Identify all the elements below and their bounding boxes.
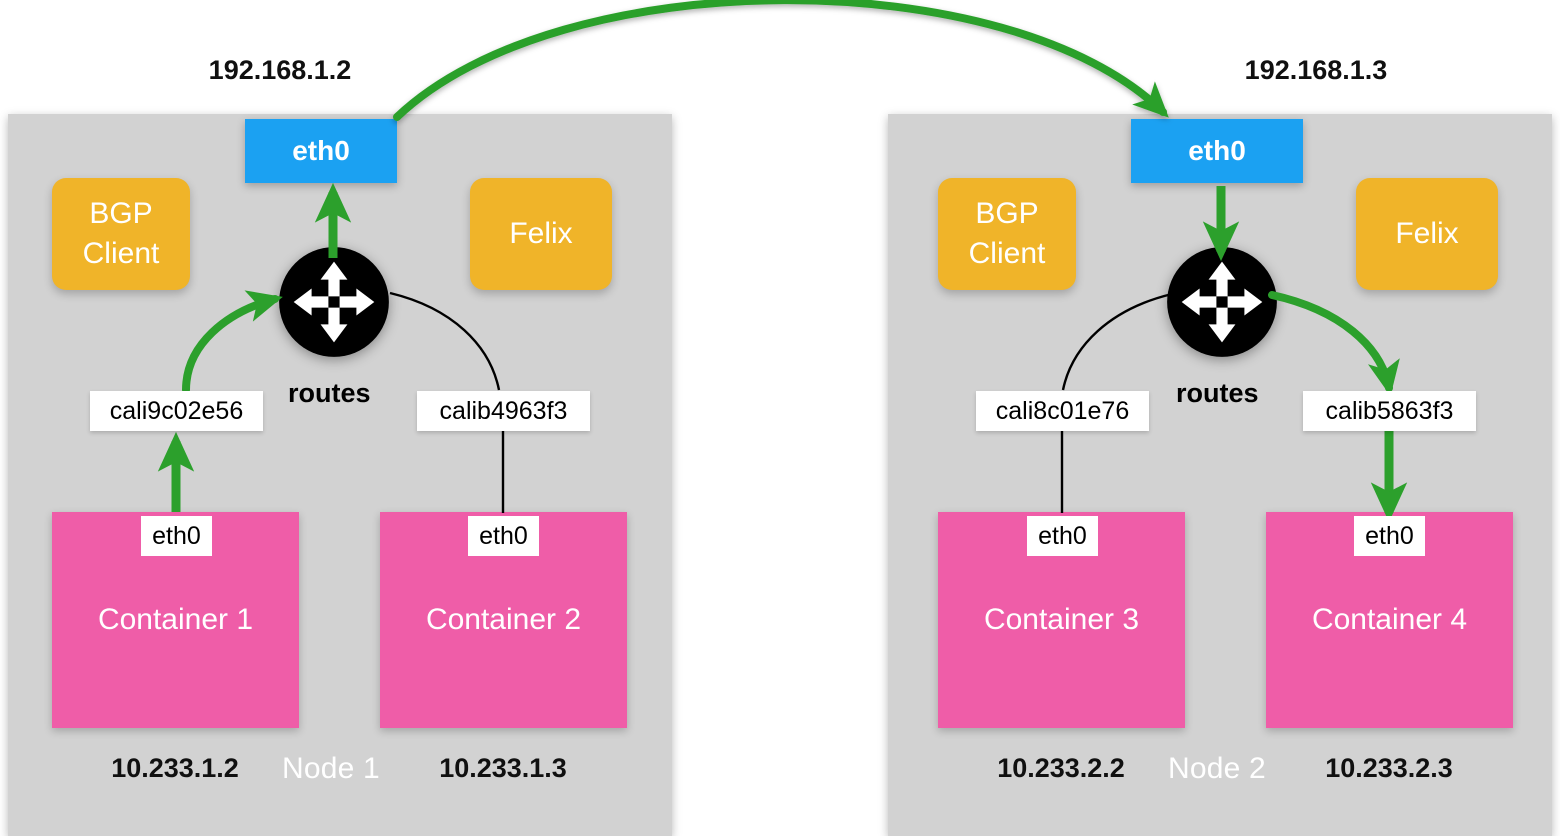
- routes-label-node2: routes: [1176, 378, 1259, 408]
- bgp-client-label-line1: BGP: [975, 197, 1039, 231]
- bgp-client-label-line1: BGP: [89, 197, 153, 231]
- bgp-client-label-line2: Client: [968, 237, 1046, 270]
- container-1: Container 1: [52, 512, 299, 728]
- container-1-eth0: eth0: [141, 516, 212, 556]
- container-2-eth0: eth0: [468, 516, 539, 556]
- container-3-eth0: eth0: [1027, 516, 1098, 556]
- host-ip-node2: 192.168.1.3: [1244, 55, 1388, 85]
- veth-cali8c01e76: cali8c01e76: [976, 391, 1149, 431]
- felix-node2: Felix: [1356, 178, 1498, 290]
- bgp-client-label-line2: Client: [82, 237, 160, 270]
- node-caption-2: Node 2: [1168, 752, 1266, 785]
- container-3-ip: 10.233.2.2: [997, 753, 1125, 783]
- container-2: Container 2: [380, 512, 627, 728]
- host-eth0-node2: eth0: [1131, 119, 1303, 183]
- node-caption-1: Node 1: [282, 752, 380, 785]
- container-2-ip: 10.233.1.3: [439, 753, 567, 783]
- felix-node1: Felix: [470, 178, 612, 290]
- host-ip-node1: 192.168.1.2: [208, 55, 352, 85]
- veth-cali9c02e56: cali9c02e56: [90, 391, 263, 431]
- veth-calib5863f3: calib5863f3: [1303, 391, 1476, 431]
- router-icon-node2: [1167, 247, 1277, 357]
- veth-calib4963f3: calib4963f3: [417, 391, 590, 431]
- bgp-client-node1: BGP Client: [52, 178, 190, 290]
- container-4-eth0: eth0: [1354, 516, 1425, 556]
- host-eth0-node1: eth0: [245, 119, 397, 183]
- container-4-ip: 10.233.2.3: [1325, 753, 1453, 783]
- container-1-ip: 10.233.1.2: [111, 753, 239, 783]
- link-node1-eth0-to-node2-eth0: [393, 0, 1169, 121]
- routes-label-node1: routes: [288, 378, 371, 408]
- router-icon-node1: [279, 247, 389, 357]
- bgp-client-node2: BGP Client: [938, 178, 1076, 290]
